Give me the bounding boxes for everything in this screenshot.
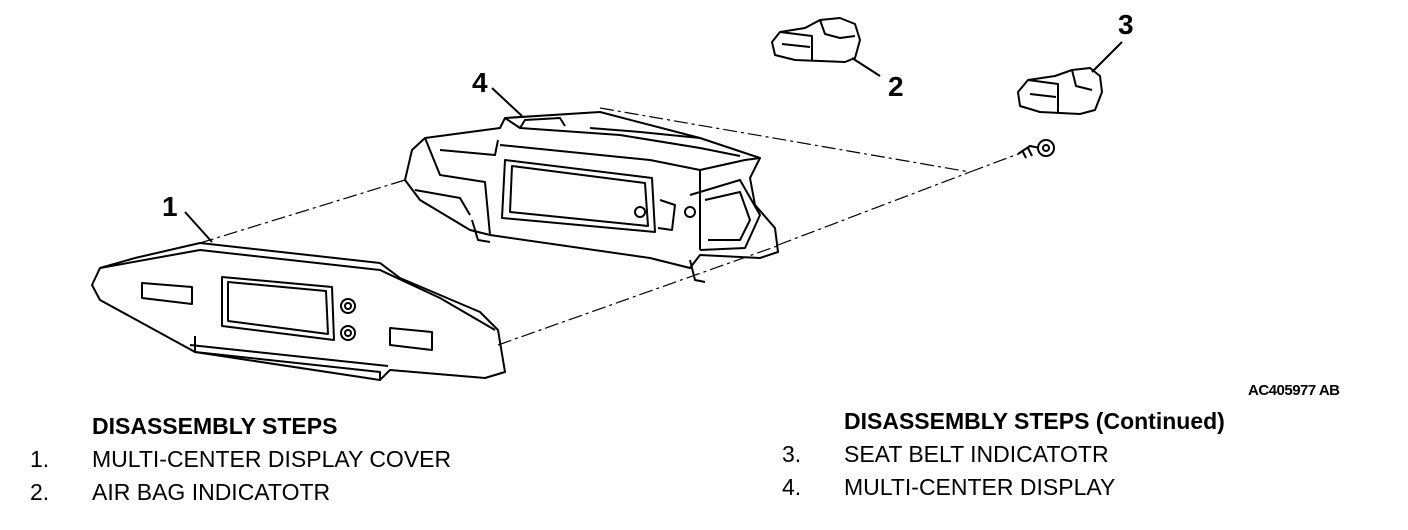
step-text: SEAT BELT INDICATOTR xyxy=(844,441,1109,467)
steps-heading-continued: DISASSEMBLY STEPS (Continued) xyxy=(844,408,1225,434)
step-number: 2. xyxy=(30,479,50,505)
seat-belt-indicator-part xyxy=(1017,67,1103,115)
reference-code: AC405977 AB xyxy=(1248,382,1340,399)
exploded-view-diagram: 1 2 3 4 xyxy=(91,9,1134,381)
leader-line xyxy=(1091,41,1123,73)
callout-2: 2 xyxy=(888,71,904,102)
leader-line xyxy=(851,57,881,77)
step-text: MULTI-CENTER DISPLAY COVER xyxy=(92,446,452,472)
steps-heading: DISASSEMBLY STEPS xyxy=(92,413,338,439)
callout-3: 3 xyxy=(1118,9,1134,40)
alignment-line xyxy=(497,244,781,346)
alignment-line xyxy=(969,153,1019,173)
alignment-line xyxy=(199,179,406,244)
step-row: 1. MULTI-CENTER DISPLAY COVER xyxy=(30,443,451,476)
step-row: 4. MULTI-CENTER DISPLAY xyxy=(782,471,1225,504)
step-row: 3. SEAT BELT INDICATOTR xyxy=(782,438,1225,471)
step-text: AIR BAG INDICATOTR xyxy=(92,479,331,505)
callout-4: 4 xyxy=(472,67,488,98)
alignment-line xyxy=(599,107,971,173)
alignment-line xyxy=(777,171,971,246)
multi-center-display-part xyxy=(404,111,779,283)
step-number: 1. xyxy=(30,446,50,472)
disassembly-steps-right: DISASSEMBLY STEPS (Continued) 3. SEAT BE… xyxy=(782,405,1225,504)
disassembly-steps-left: DISASSEMBLY STEPS 1. MULTI-CENTER DISPLA… xyxy=(30,410,451,509)
screw-part xyxy=(1017,139,1055,159)
step-text: MULTI-CENTER DISPLAY xyxy=(844,474,1116,500)
callout-1: 1 xyxy=(162,191,178,222)
step-number: 4. xyxy=(782,474,802,500)
air-bag-indicator-part xyxy=(771,17,861,63)
step-number: 3. xyxy=(782,441,802,467)
display-cover-part xyxy=(91,242,506,381)
leader-line xyxy=(491,87,523,117)
leader-line xyxy=(184,211,213,243)
step-row: 2. AIR BAG INDICATOTR xyxy=(30,476,451,509)
